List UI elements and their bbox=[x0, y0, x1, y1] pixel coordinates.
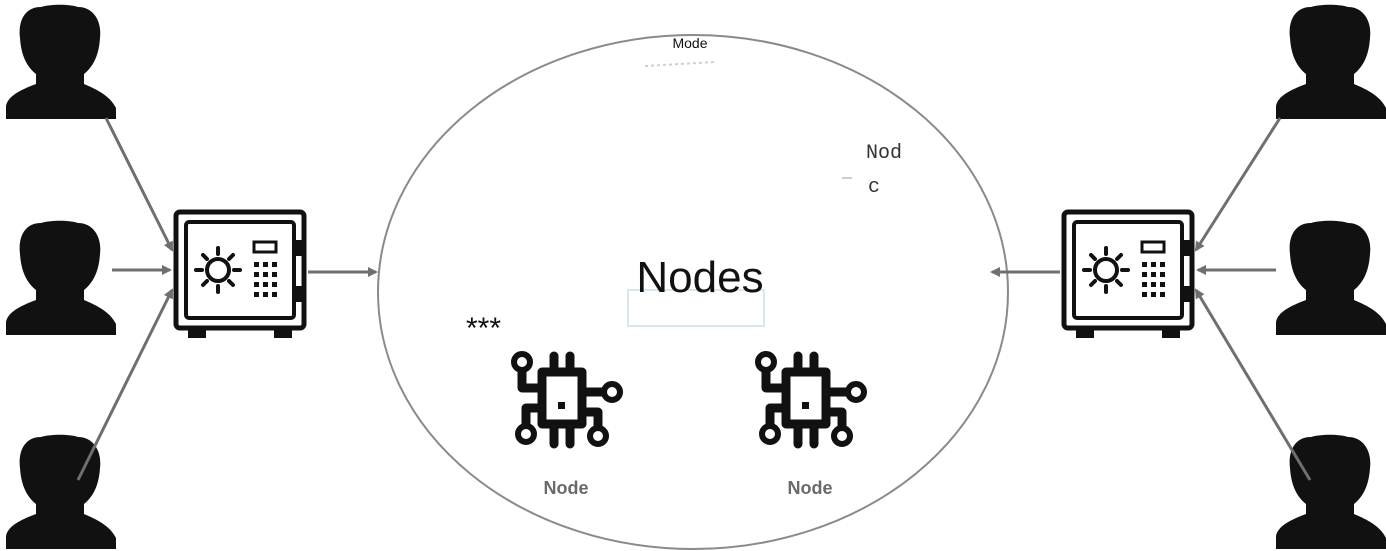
user-icon-left-middle bbox=[6, 220, 116, 335]
user-icon-left-top bbox=[6, 4, 116, 119]
stars-annotation: *** bbox=[466, 312, 501, 345]
side-label-line1: Nod bbox=[866, 142, 902, 165]
vault-icon-left bbox=[176, 212, 304, 338]
node-label-left: Node bbox=[544, 478, 589, 498]
top-label: Mode bbox=[672, 35, 707, 51]
arrow-user-to-vault-left-top bbox=[104, 117, 174, 252]
node-label-right: Node bbox=[788, 478, 833, 498]
user-icon-right-top bbox=[1276, 4, 1386, 119]
side-label-line2: c bbox=[868, 176, 880, 199]
arrow-user-to-vault-right-bottom bbox=[1194, 288, 1312, 481]
arrow-user-to-vault-left-bottom bbox=[76, 288, 174, 481]
center-label: Nodes bbox=[636, 253, 763, 302]
user-icon-right-middle bbox=[1276, 220, 1386, 335]
arrow-user-to-vault-right-top bbox=[1194, 117, 1282, 252]
user-icon-left-bottom bbox=[6, 434, 116, 549]
vault-icon-right bbox=[1064, 212, 1192, 338]
network-ellipse bbox=[377, 34, 1009, 550]
